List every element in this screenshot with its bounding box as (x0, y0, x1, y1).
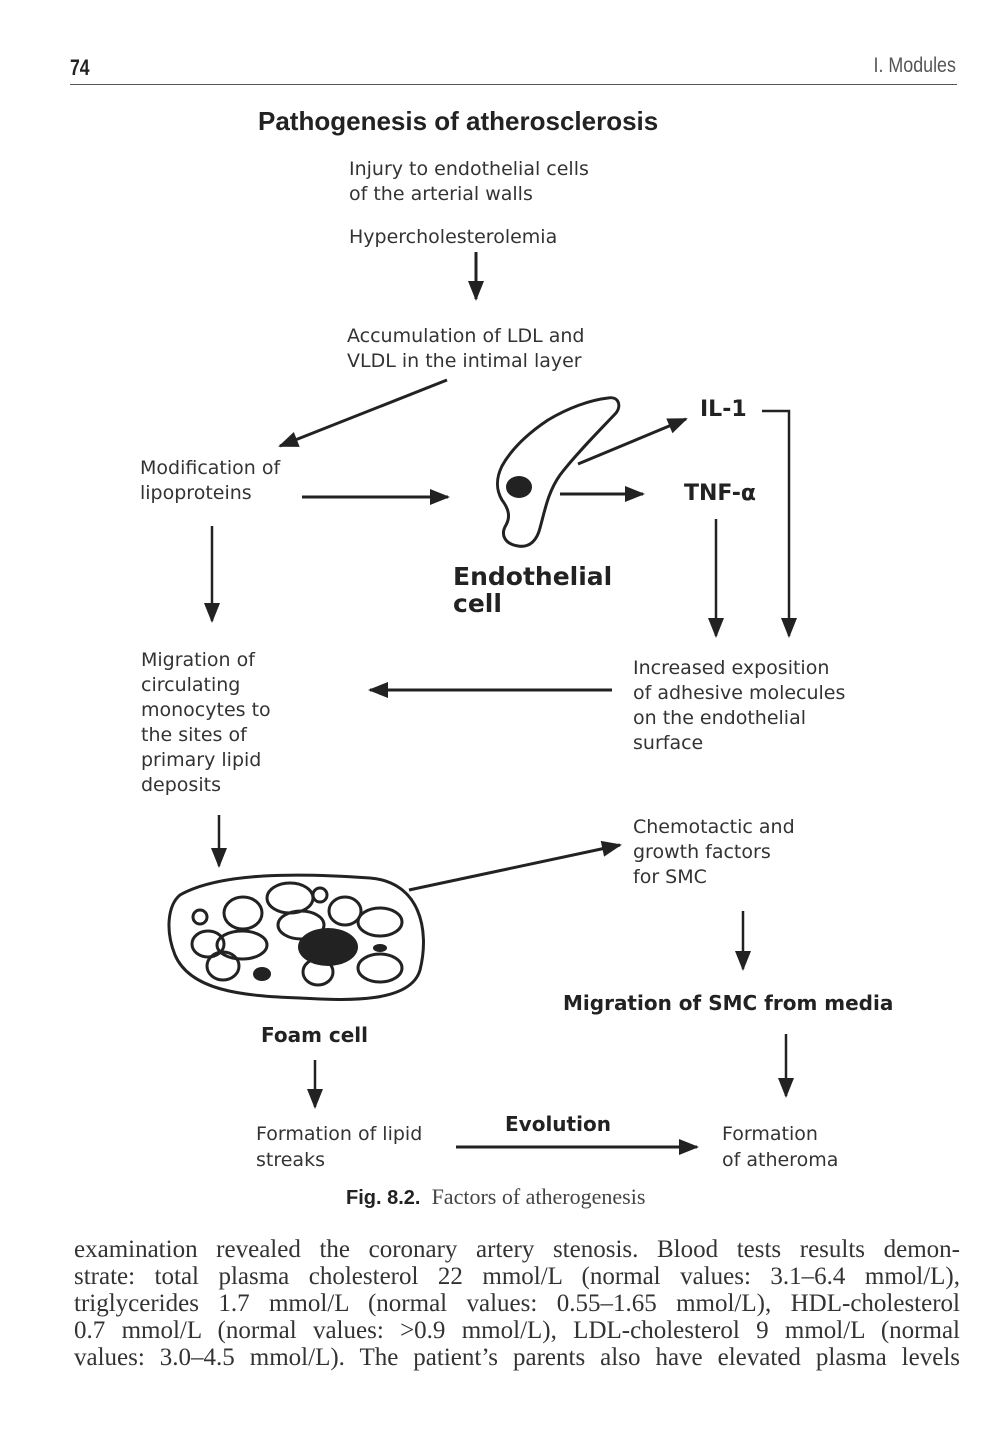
body-paragraph: examination revealed the coronary artery… (74, 1236, 960, 1371)
body-line: triglycerides 1.7 mmol/L (normal values:… (74, 1290, 960, 1317)
node-adhesive-molecules: Increased exposition of adhesive molecul… (633, 657, 851, 754)
caption-text: Factors of atherogenesis (432, 1184, 646, 1209)
arrow-il1-to-adhesive (762, 409, 797, 638)
node-endothelial-cell-label: Endothelial cell (453, 562, 621, 618)
arrow-foam-to-chemotactic (408, 840, 622, 892)
node-migration-monocytes: Migration of circulating monocytes to th… (141, 649, 277, 796)
edge-label-evolution: Evolution (505, 1112, 611, 1136)
endothelial-cell-icon (496, 396, 621, 548)
body-line: values: 3.0–4.5 mmol/L). The patient’s p… (74, 1344, 960, 1371)
foam-cell-icon (167, 873, 425, 1001)
node-chemotactic: Chemotactic and growth factors for SMC (633, 816, 801, 888)
node-tnf: TNF-α (684, 481, 756, 506)
section-title: I. Modules (873, 54, 956, 77)
node-atheroma: Formation of atheroma (722, 1123, 838, 1171)
node-injury: Injury to endothelial cells of the arter… (349, 158, 595, 205)
node-modification: Modification of lipoproteins (140, 457, 286, 504)
node-migration-smc: Migration of SMC from media (563, 991, 893, 1015)
node-foam-cell-label: Foam cell (261, 1023, 368, 1047)
diagram: Injury to endothelial cells of the arter… (140, 158, 893, 1209)
header-rule (70, 84, 957, 85)
caption-label: Fig. 8.2. (346, 1187, 420, 1209)
figure-caption: Fig. 8.2. Factors of atherogenesis (346, 1184, 645, 1209)
arrow-accumulation-to-modification (278, 378, 448, 448)
node-il1: IL-1 (700, 397, 747, 422)
page-number: 74 (70, 55, 90, 80)
arrow-cell-to-il1 (577, 417, 688, 466)
node-accumulation: Accumulation of LDL and VLDL in the inti… (347, 325, 591, 372)
body-line: 0.7 mmol/L (normal values: >0.9 mmol/L),… (74, 1317, 960, 1344)
body-line: examination revealed the coronary artery… (74, 1236, 960, 1263)
body-line: strate: total plasma cholesterol 22 mmol… (74, 1263, 960, 1290)
node-hypercholesterolemia: Hypercholesterolemia (349, 226, 557, 248)
node-lipid-streaks: Formation of lipid streaks (256, 1123, 428, 1171)
figure-title: Pathogenesis of atherosclerosis (258, 106, 659, 136)
